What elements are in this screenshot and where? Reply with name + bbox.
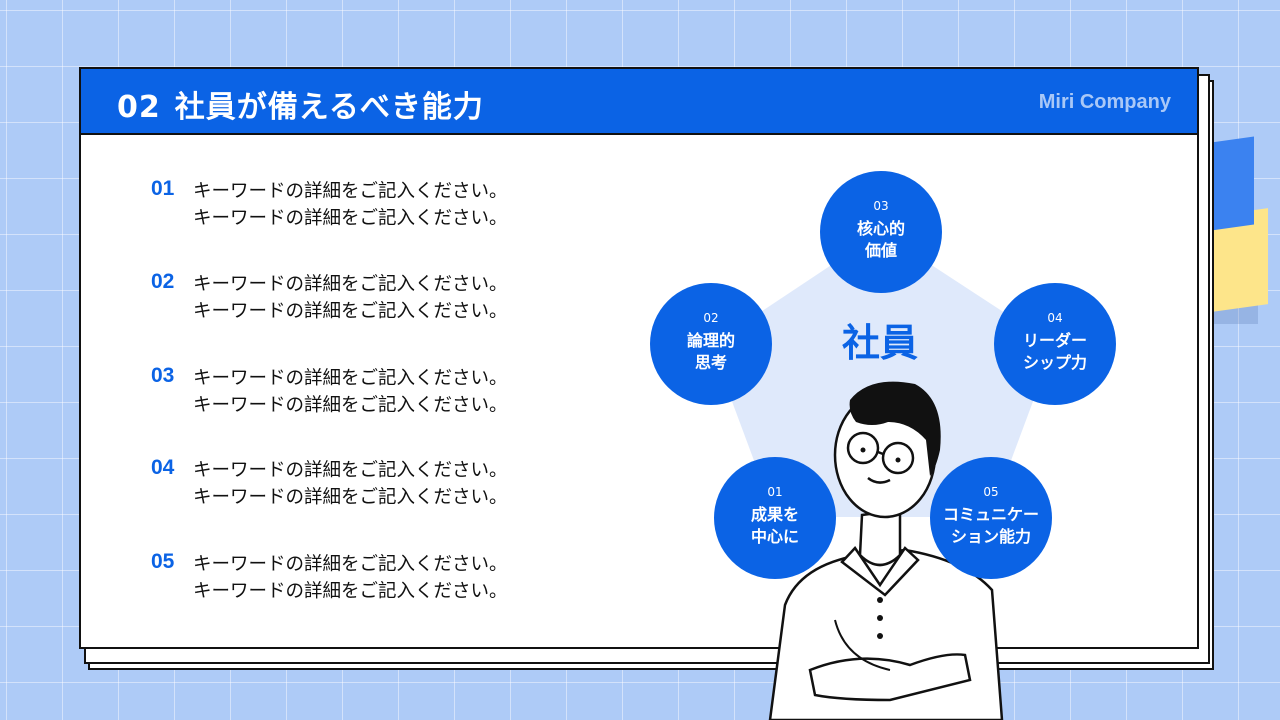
item-text-line: キーワードの詳細をご記入ください。 bbox=[193, 181, 508, 202]
node-label: 成果を 中心に bbox=[750, 505, 799, 546]
item-text-line: キーワードの詳細をご記入ください。 bbox=[193, 274, 508, 295]
section-title: 社員が備えるべき能力 bbox=[174, 90, 484, 125]
node-label: リーダー シップ力 bbox=[1022, 331, 1087, 372]
skill-node-03: 03 核心的 価値 bbox=[820, 171, 942, 293]
brand-name: Miri Company bbox=[1038, 91, 1171, 113]
slide-card: 02 社員が備えるべき能力 Miri Company 01 キーワードの詳細をご記… bbox=[79, 67, 1199, 649]
node-number: 05 bbox=[983, 485, 999, 499]
skill-node-04: 04 リーダー シップ力 bbox=[994, 283, 1116, 405]
item-number: 03 bbox=[151, 364, 175, 387]
skill-node-01: 01 成果を 中心に bbox=[714, 457, 836, 579]
node-number: 04 bbox=[1047, 311, 1063, 325]
node-number: 02 bbox=[703, 311, 719, 325]
skill-node-05: 05 コミュニケー ション能力 bbox=[930, 457, 1052, 579]
item-number: 05 bbox=[151, 550, 175, 573]
item-text-line: キーワードの詳細をご記入ください。 bbox=[193, 460, 508, 481]
node-number: 01 bbox=[767, 485, 783, 499]
node-label: コミュニケー ション能力 bbox=[942, 505, 1039, 546]
item-number: 04 bbox=[151, 456, 175, 479]
slide-header: 02 社員が備えるべき能力 Miri Company bbox=[81, 69, 1197, 135]
node-label: 核心的 価値 bbox=[856, 219, 905, 260]
item-text-line: キーワードの詳細をご記入ください。 bbox=[193, 208, 508, 229]
item-number: 01 bbox=[151, 177, 175, 200]
node-number: 03 bbox=[873, 199, 889, 213]
item-text-line: キーワードの詳細をご記入ください。 bbox=[193, 487, 508, 508]
node-label: 論理的 思考 bbox=[686, 331, 735, 372]
item-number: 02 bbox=[151, 270, 175, 293]
item-text-line: キーワードの詳細をご記入ください。 bbox=[193, 581, 508, 602]
item-text-line: キーワードの詳細をご記入ください。 bbox=[193, 301, 508, 322]
page-title: 02 社員が備えるべき能力 bbox=[117, 82, 484, 126]
item-text-line: キーワードの詳細をご記入ください。 bbox=[193, 554, 508, 575]
item-text-line: キーワードの詳細をご記入ください。 bbox=[193, 368, 508, 389]
skill-node-02: 02 論理的 思考 bbox=[650, 283, 772, 405]
item-text-line: キーワードの詳細をご記入ください。 bbox=[193, 395, 508, 416]
section-number: 02 bbox=[117, 90, 161, 125]
